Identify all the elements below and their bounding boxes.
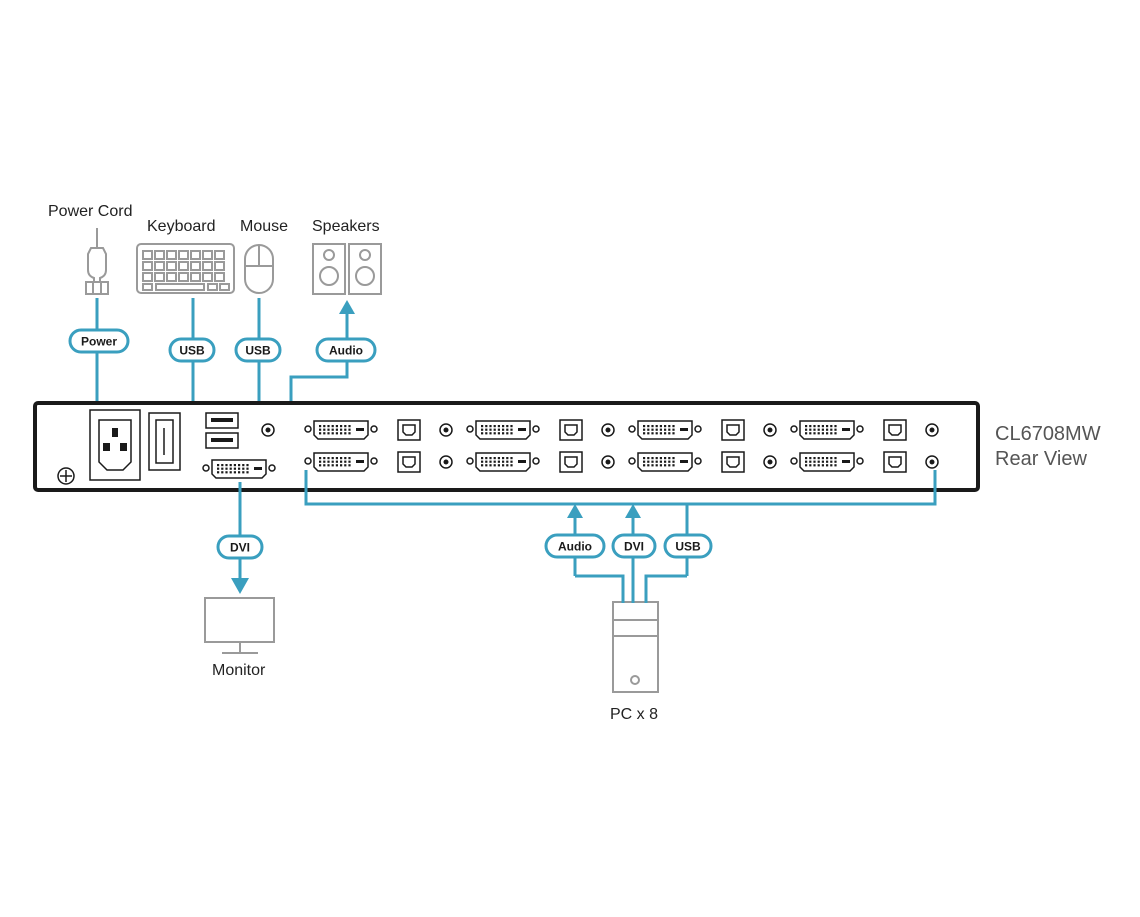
pc-port-1-audio-icon — [439, 423, 453, 437]
pc-port-7-audio-icon — [925, 423, 939, 437]
console-dvi-port — [202, 459, 276, 479]
console-usb-ports — [205, 412, 239, 449]
power-cable-pill: Power — [68, 328, 130, 354]
pc-dvi-pill: DVI — [611, 533, 657, 559]
pc-tower-icon — [612, 601, 659, 693]
svg-text:Audio: Audio — [558, 540, 592, 554]
monitor-dvi-pill: DVI — [216, 534, 264, 560]
pc-audio-arrow — [567, 504, 583, 518]
svg-text:DVI: DVI — [230, 541, 250, 555]
power-cord-label: Power Cord — [48, 203, 132, 220]
speaker-arrow — [339, 300, 355, 314]
speakers-icon — [312, 243, 382, 295]
monitor-icon — [204, 597, 275, 654]
power-switch-icon — [148, 412, 181, 471]
pc-port-6-audio-icon — [763, 455, 777, 469]
svg-text:USB: USB — [245, 344, 271, 358]
keyboard-icon — [136, 243, 235, 294]
pc-port-2-usb-icon — [397, 451, 421, 473]
model-name: CL6708MW — [995, 423, 1101, 445]
pc-port-5-dvi-icon — [628, 420, 702, 440]
kvm-chassis — [33, 401, 980, 492]
svg-text:Audio: Audio — [329, 344, 363, 358]
pc-audio-pill: Audio — [544, 533, 606, 559]
pc-port-4-dvi-icon — [466, 452, 540, 472]
monitor-arrow — [231, 578, 249, 594]
pc-usb-pill: USB — [663, 533, 713, 559]
console-audio-jack — [261, 423, 275, 437]
lower-cables — [231, 470, 937, 603]
speakers-label: Speakers — [312, 218, 380, 235]
pc-port-8-dvi-icon — [790, 452, 864, 472]
svg-text:USB: USB — [179, 344, 205, 358]
keyboard-usb-pill: USB — [168, 337, 216, 363]
pc-port-2-audio-icon — [439, 455, 453, 469]
mouse-icon — [244, 244, 274, 294]
pc-port-7-usb-icon — [883, 419, 907, 441]
pc-port-6-dvi-icon — [628, 452, 702, 472]
svg-text:USB: USB — [675, 540, 701, 554]
pc-dvi-arrow — [625, 504, 641, 518]
pc-port-3-dvi-icon — [466, 420, 540, 440]
speaker-audio-pill: Audio — [315, 337, 377, 363]
power-plug-icon — [85, 228, 109, 295]
pc-port-6-usb-icon — [721, 451, 745, 473]
pc-port-7-dvi-icon — [790, 420, 864, 440]
svg-text:DVI: DVI — [624, 540, 644, 554]
model-view: Rear View — [995, 448, 1087, 470]
pc-port-5-audio-icon — [763, 423, 777, 437]
mouse-usb-pill: USB — [234, 337, 282, 363]
ground-screw-icon — [57, 467, 75, 485]
monitor-label: Monitor — [212, 662, 266, 679]
pc-port-2-dvi-icon — [304, 452, 378, 472]
svg-text:Power: Power — [81, 335, 117, 349]
pc-port-1-usb-icon — [397, 419, 421, 441]
pc-port-1-dvi-icon — [304, 420, 378, 440]
pc-port-5-usb-icon — [721, 419, 745, 441]
console-dvi-connector-icon — [202, 459, 276, 479]
pc-port-8-usb-icon — [883, 451, 907, 473]
pc-port-4-usb-icon — [559, 451, 583, 473]
pc-port-3-usb-icon — [559, 419, 583, 441]
pc-port-3-audio-icon — [601, 423, 615, 437]
computer-port-groups — [304, 419, 939, 473]
keyboard-label: Keyboard — [147, 218, 216, 235]
pc-port-8-audio-icon — [925, 455, 939, 469]
pc-label: PC x 8 — [610, 706, 658, 723]
mouse-label: Mouse — [240, 218, 288, 235]
pc-port-4-audio-icon — [601, 455, 615, 469]
